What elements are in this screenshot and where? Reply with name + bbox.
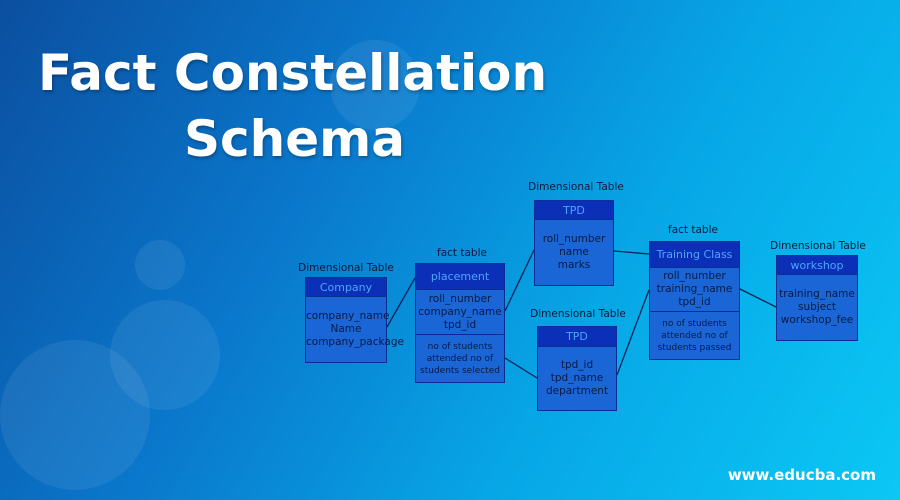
link-company-placement	[386, 277, 416, 328]
link-placement-tpd1	[504, 249, 535, 312]
table-label: fact table	[437, 247, 487, 259]
attribute: marks	[557, 259, 591, 271]
title-line-2: Schema	[184, 110, 405, 168]
table-name: workshop	[777, 256, 857, 275]
table-measures: no of students attended no of students p…	[650, 311, 739, 359]
table-label: Dimensional Table	[528, 181, 624, 193]
table-label: fact table	[668, 224, 718, 236]
circle-decoration	[330, 40, 420, 130]
title-line-1: Fact Constellation	[38, 44, 548, 102]
table-name: TPD	[538, 327, 616, 347]
table-name: Company	[306, 278, 386, 297]
attribute: department	[545, 385, 609, 397]
attribute: tpd_id	[443, 318, 477, 331]
attribute: Name	[330, 323, 362, 335]
attribute: workshop_fee	[780, 314, 854, 326]
attribute: company_name	[306, 310, 390, 322]
attribute: tpd_id	[560, 359, 594, 371]
table-measures: no of students attended no of students s…	[416, 334, 504, 382]
attribute: roll_number	[542, 233, 606, 245]
link-tpd2-training	[616, 289, 650, 376]
attribute: tpd_id	[678, 296, 711, 308]
attribute: training_name	[656, 283, 733, 295]
attribute: subject	[797, 301, 837, 313]
attribute: tpd_name	[550, 372, 604, 384]
attribute: name	[559, 246, 589, 258]
table-name: Training Class	[650, 242, 739, 268]
table-name: placement	[416, 264, 504, 290]
website-url: www.educba.com	[727, 466, 876, 484]
attribute: roll_number	[428, 292, 492, 305]
attribute: training_name	[779, 288, 855, 300]
attribute: roll_number	[663, 270, 726, 282]
gear-decoration	[0, 340, 150, 490]
link-placement-tpd2	[504, 357, 538, 379]
attribute: company_name	[418, 305, 502, 318]
gear-decoration	[110, 300, 220, 410]
link-tpd1-training	[613, 250, 650, 255]
table-name: TPD	[535, 201, 613, 220]
table-label: Dimensional Table	[530, 308, 626, 320]
attribute: company_package	[306, 336, 404, 348]
table-label: Dimensional Table	[298, 262, 394, 274]
table-label: Dimensional Table	[770, 240, 866, 252]
link-training-workshop	[739, 288, 777, 308]
gear-decoration	[135, 240, 185, 290]
